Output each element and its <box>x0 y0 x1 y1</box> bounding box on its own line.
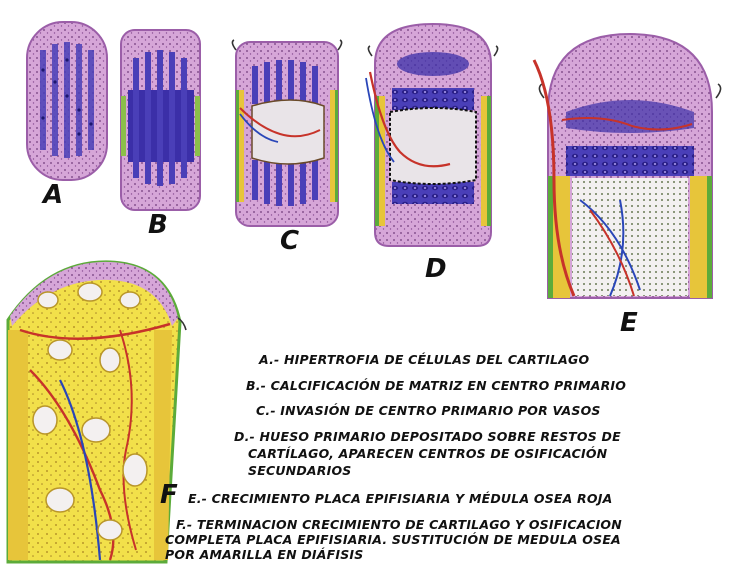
caption-c: C.- INVASIÓN DE CENTRO PRIMARIO POR VASO… <box>256 403 601 419</box>
panel-label-b: B <box>148 210 168 240</box>
panel-label-f: F <box>160 480 178 510</box>
panel-d-diagram <box>366 24 498 246</box>
caption-b: B.- CALCIFICACIÓN DE MATRIZ EN CENTRO PR… <box>246 378 626 394</box>
caption-d-line-2: CARTÍLAGO, APARECEN CENTROS DE OSIFICACI… <box>248 446 607 462</box>
panel-label-d: D <box>425 254 447 284</box>
caption-f-line-2: COMPLETA PLACA EPIFISIARIA. SUSTITUCIÓN … <box>165 532 621 548</box>
caption-d-line-1: D.- HUESO PRIMARIO DEPOSITADO SOBRE REST… <box>234 429 621 445</box>
caption-f-line-3: POR AMARILLA EN DIÁFISIS <box>165 547 363 563</box>
panel-e-diagram <box>534 34 721 298</box>
panel-b-diagram <box>121 30 200 210</box>
panel-f-diagram <box>8 262 186 562</box>
caption-e: E.- CRECIMIENTO PLACA EPIFISIARIA Y MÉDU… <box>188 491 612 507</box>
caption-a: A.- HIPERTROFIA DE CÉLULAS DEL CARTILAGO <box>259 352 589 368</box>
panel-label-e: E <box>620 308 638 338</box>
panel-c-diagram <box>232 40 341 226</box>
caption-f-line-1: F.- TERMINACION CRECIMIENTO DE CARTILAGO… <box>176 517 622 533</box>
panel-label-c: C <box>280 226 299 256</box>
panel-label-a: A <box>43 180 63 210</box>
panel-a-diagram <box>27 22 107 180</box>
caption-d-line-3: SECUNDARIOS <box>248 463 351 479</box>
